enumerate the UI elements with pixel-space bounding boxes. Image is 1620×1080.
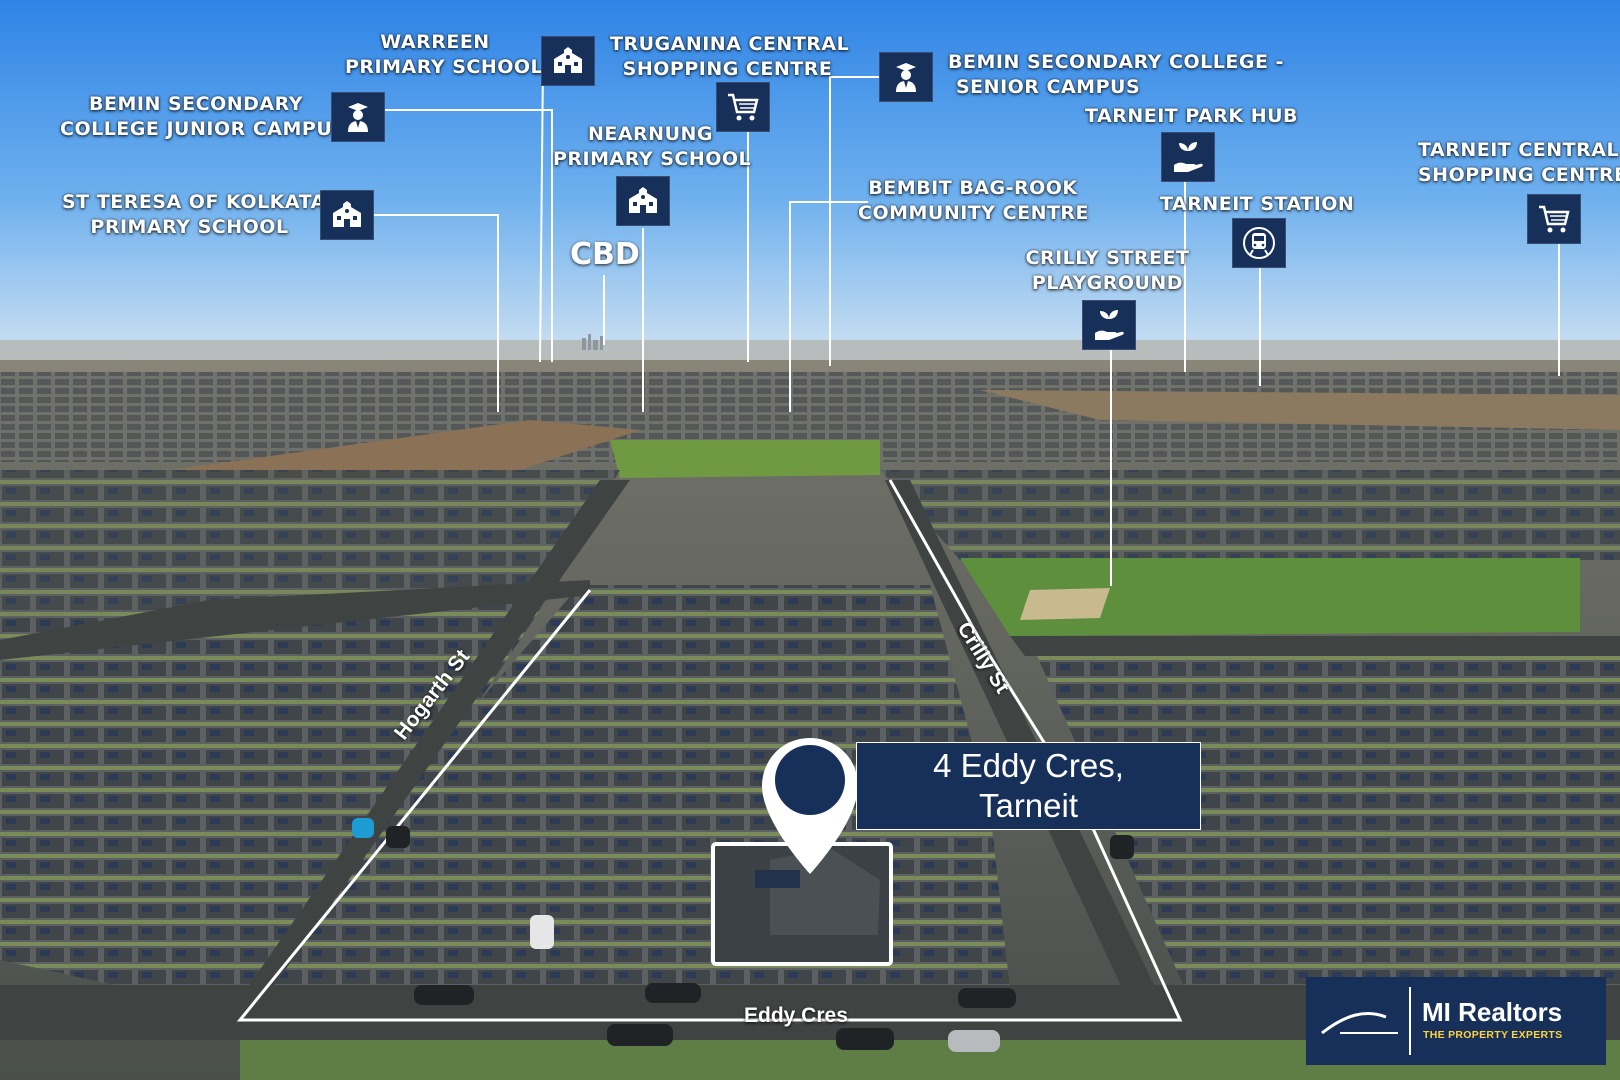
brand-name: MI Realtors [1422, 997, 1563, 1027]
brand-tagline: THE PROPERTY EXPERTS [1423, 1029, 1563, 1041]
graduate-icon [331, 92, 385, 142]
roof-logo-icon [1321, 1012, 1398, 1035]
brand-logo: MI Realtors THE PROPERTY EXPERTS [1306, 977, 1606, 1065]
school-icon [541, 36, 595, 86]
poi-label-tarneit-park-hub: TARNEIT PARK HUB [1085, 105, 1299, 127]
plant-hand-icon [1082, 300, 1136, 350]
street-label-eddy: Eddy Cres [744, 1004, 848, 1027]
logo-divider [1409, 987, 1411, 1055]
shopping-cart-icon [1527, 194, 1581, 244]
address-line-1: 4 Eddy Cres, [933, 747, 1124, 784]
poi-label-bemin-senior: BEMIN SECONDARY COLLEGE -SENIOR CAMPUS [948, 51, 1284, 98]
school-icon [616, 176, 670, 226]
cbd-skyline [582, 334, 603, 350]
plant-hand-icon [1161, 132, 1215, 182]
property-address-banner: 4 Eddy Cres, Tarneit [856, 742, 1201, 830]
poi-label-tarneit-station: TARNEIT STATION [1160, 193, 1355, 215]
shopping-cart-icon [716, 82, 770, 132]
address-line-2: Tarneit [978, 787, 1079, 824]
location-pin-icon [762, 738, 858, 874]
school-icon [320, 190, 374, 240]
graduate-icon [879, 52, 933, 102]
leader-lines [373, 61, 1560, 586]
train-icon [1232, 218, 1286, 268]
cbd-label: CBD [570, 237, 640, 272]
